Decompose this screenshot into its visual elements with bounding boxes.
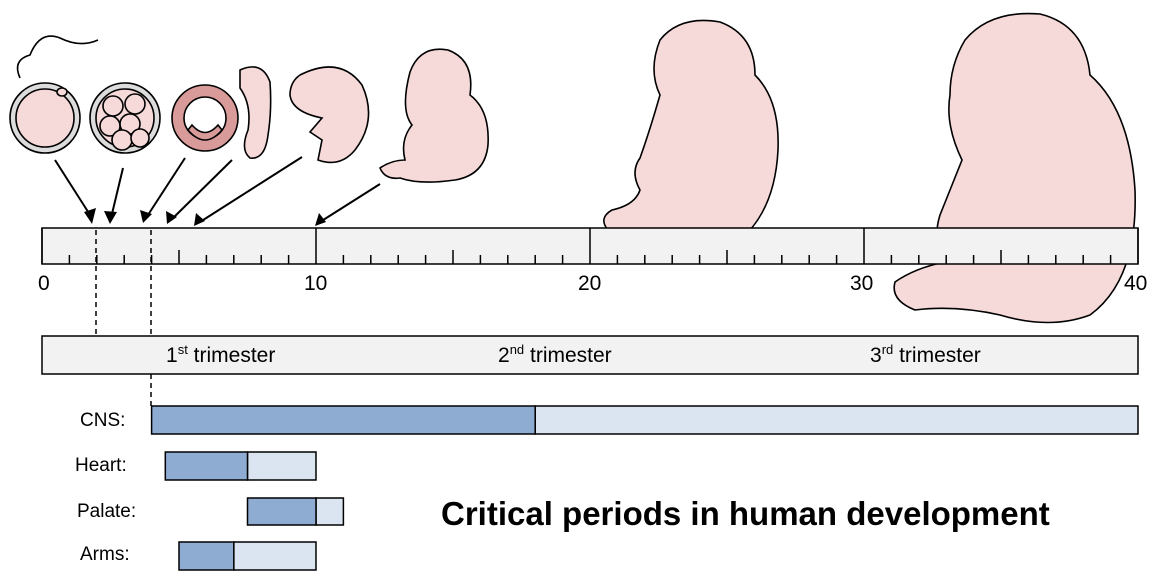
organ-label-cns: CNS: (80, 410, 125, 432)
early-embryo-icon (240, 67, 271, 158)
diagram-title: Critical periods in human development (441, 495, 1050, 533)
organ-bars (152, 406, 1138, 570)
tick-label-30: 30 (850, 272, 873, 296)
fetus-week-36-icon (894, 14, 1135, 323)
organ-bar-major-3 (179, 542, 234, 570)
organ-label-arms: Arms: (80, 544, 130, 566)
tick-label-10: 10 (304, 272, 327, 296)
stage-arrows (55, 157, 380, 222)
morula-icon (90, 83, 160, 153)
blastocyst-icon (172, 85, 238, 151)
organ-bar-major-1 (165, 452, 247, 480)
organ-bar-major-0 (152, 406, 536, 434)
trimester-1-label: 1st trimester (166, 342, 275, 368)
curled-embryo-icon (290, 67, 369, 162)
trimester-2-label: 2nd trimester (498, 342, 612, 368)
fetus-week-20-icon (604, 20, 778, 247)
fertilized-egg-icon (10, 36, 98, 153)
tick-label-40: 40 (1124, 272, 1147, 296)
organ-bar-minor-2 (316, 498, 343, 525)
arrowheads (84, 208, 326, 226)
organ-bar-major-2 (248, 498, 317, 525)
tick-label-0: 0 (38, 272, 50, 296)
organ-label-palate: Palate: (77, 501, 136, 523)
tick-label-20: 20 (578, 272, 601, 296)
organ-bar-minor-0 (535, 406, 1138, 434)
organ-label-heart: Heart: (75, 455, 127, 477)
organ-bar-minor-3 (234, 542, 316, 570)
embryo-week-8-icon (380, 49, 488, 182)
organ-bar-minor-1 (248, 452, 317, 480)
trimester-3-label: 3rd trimester (870, 342, 981, 368)
